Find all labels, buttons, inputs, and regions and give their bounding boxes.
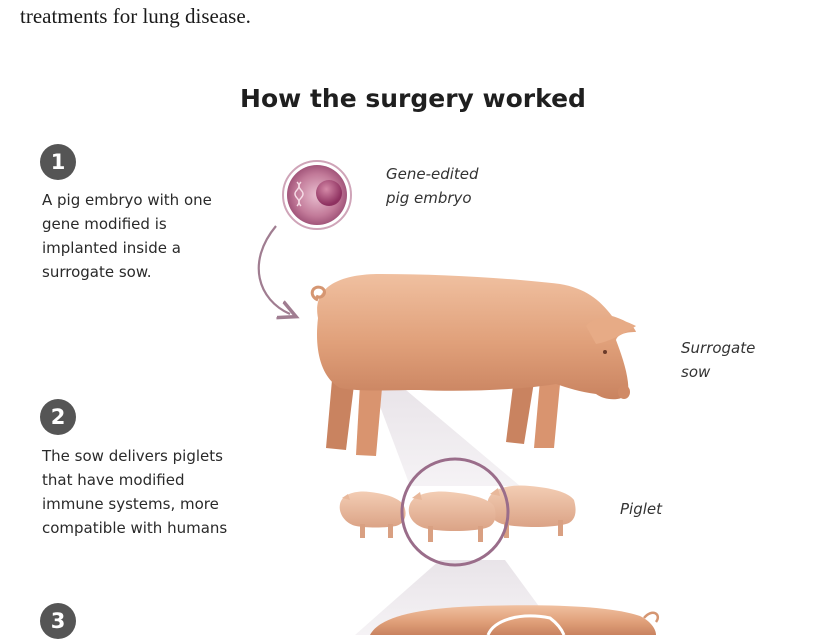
sow-label-line: sow bbox=[681, 360, 755, 384]
step-2-line: The sow delivers piglets bbox=[42, 444, 227, 468]
sow-label-line: Surrogate bbox=[681, 336, 755, 360]
step-2-line: immune systems, more bbox=[42, 492, 227, 516]
embryo-icon bbox=[283, 161, 351, 229]
sow-label: Surrogate sow bbox=[681, 336, 755, 384]
step-2-line: compatible with humans bbox=[42, 516, 227, 540]
piglet-label-line: Piglet bbox=[620, 497, 662, 521]
piglets-illustration bbox=[340, 486, 576, 542]
step-1-line: A pig embryo with one bbox=[42, 188, 212, 212]
step-1-description: A pig embryo with one gene modified is i… bbox=[42, 188, 212, 284]
step-2-line: that have modified bbox=[42, 468, 227, 492]
embryo-label-line: pig embryo bbox=[386, 186, 479, 210]
step-2-badge: 2 bbox=[40, 399, 76, 435]
embryo-label-line: Gene-edited bbox=[386, 162, 479, 186]
piglet-label: Piglet bbox=[620, 497, 662, 521]
piglet-center bbox=[409, 492, 496, 543]
step-1-line: implanted inside a bbox=[42, 236, 212, 260]
magnifier-beam-sow-to-piglets bbox=[372, 385, 520, 486]
implant-arrow-icon bbox=[259, 226, 290, 314]
step-2-description: The sow delivers piglets that have modif… bbox=[42, 444, 227, 540]
step-3-badge: 3 bbox=[40, 603, 76, 639]
step-1-line: surrogate sow. bbox=[42, 260, 212, 284]
embryo-label: Gene-edited pig embryo bbox=[386, 162, 479, 210]
step-1-badge: 1 bbox=[40, 144, 76, 180]
surrogate-sow-illustration bbox=[312, 274, 636, 456]
piglet-left bbox=[340, 492, 406, 539]
piglet-right bbox=[488, 486, 576, 538]
step-1-line: gene modified is bbox=[42, 212, 212, 236]
